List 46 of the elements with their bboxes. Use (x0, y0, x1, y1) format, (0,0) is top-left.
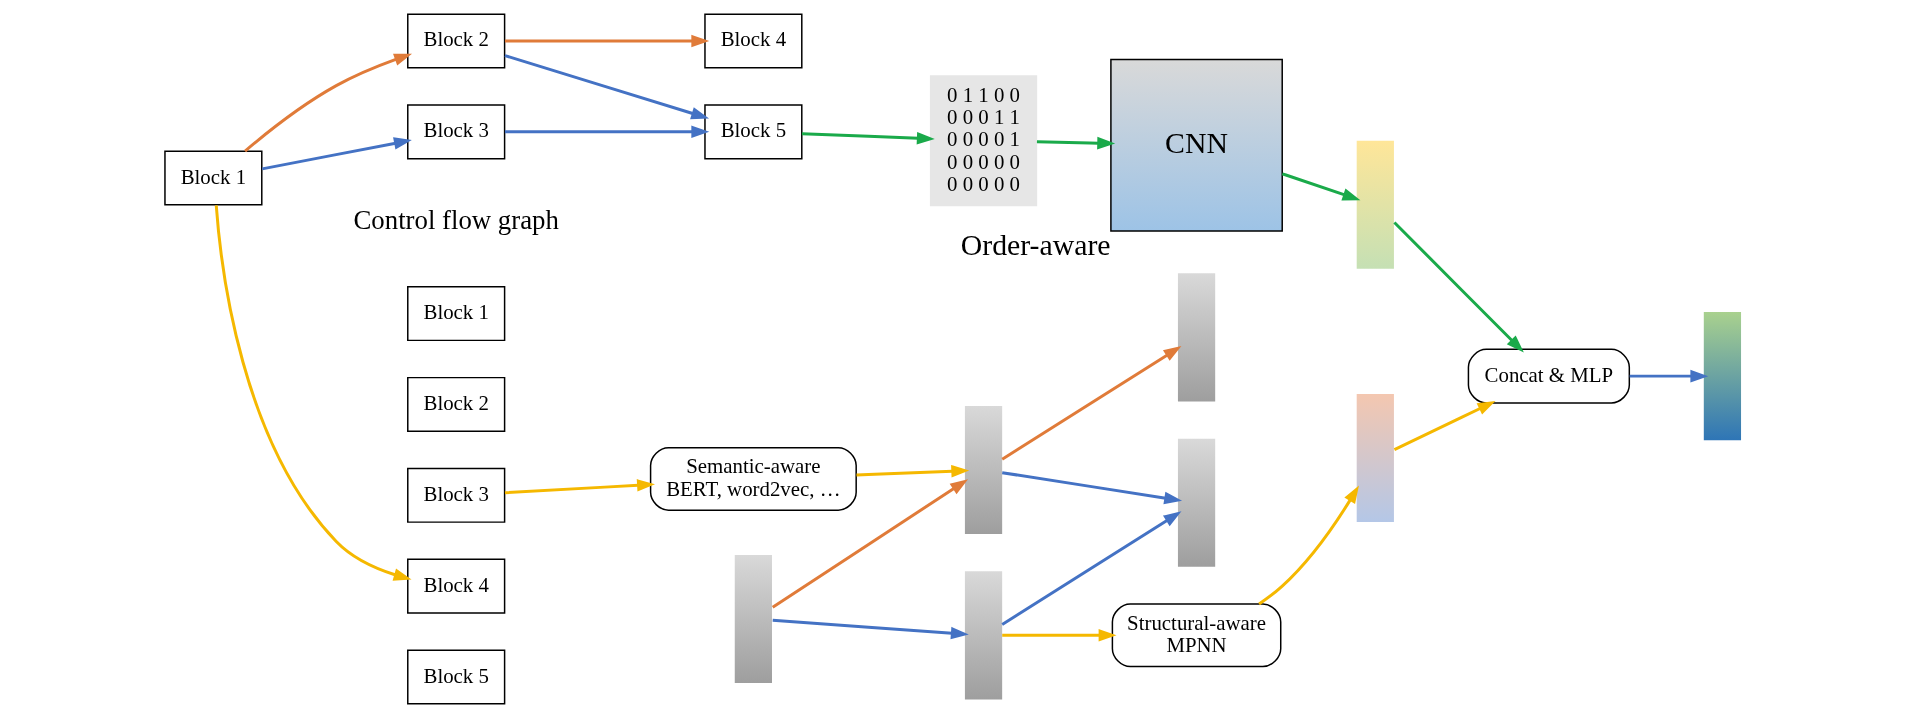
arrow (772, 618, 969, 640)
node-bar (964, 571, 1002, 700)
arrow (1281, 172, 1360, 201)
node-bar (964, 405, 1002, 535)
node-box: CNN (1109, 58, 1283, 232)
arrow (801, 131, 935, 145)
node-box: 0 1 1 0 0 0 0 0 1 1 0 0 0 0 1 0 0 0 0 0 0 0 0 0 0 (929, 75, 1037, 207)
node-box: Block 4 (406, 558, 505, 614)
node-bar (1177, 273, 1215, 402)
node-box: Block 4 (703, 13, 803, 69)
arrow (1257, 485, 1359, 606)
node-box: Concat & MLP (1467, 348, 1630, 404)
node-box: Block 1 (163, 150, 263, 206)
node-box: Block 2 (406, 376, 505, 432)
node-box: Block 5 (703, 104, 803, 160)
arrow (1000, 511, 1181, 626)
node-bar (734, 554, 772, 683)
arrow (1001, 629, 1117, 642)
arrow (214, 205, 412, 581)
node-box: Block 3 (406, 467, 505, 523)
arrow (504, 54, 709, 120)
node-bar (1356, 394, 1394, 523)
node-bar (1703, 312, 1741, 441)
arrow (504, 479, 655, 495)
node-label: Order-aware (960, 227, 1111, 261)
arrow (504, 34, 709, 48)
arrow (1001, 471, 1182, 505)
arrow (243, 53, 412, 153)
arrow (1000, 345, 1181, 461)
arrow (261, 137, 412, 171)
arrow (504, 125, 709, 139)
arrow (855, 464, 969, 478)
node-bar (1356, 140, 1394, 269)
arrow (1036, 136, 1115, 150)
node-box: Semantic-aware BERT, word2vec, … (649, 446, 857, 511)
node-box: Block 2 (406, 13, 505, 69)
node-box: Block 3 (406, 104, 505, 160)
arrow (771, 479, 968, 609)
node-box: Block 1 (406, 286, 505, 342)
node-box: Structural-aware MPNN (1111, 603, 1281, 668)
node-box: Block 5 (406, 649, 505, 705)
arrow (1393, 401, 1495, 451)
node-bar (1177, 438, 1215, 567)
arrow (1629, 369, 1708, 383)
label: Control flow graph (352, 205, 559, 236)
arrow (1392, 221, 1524, 353)
